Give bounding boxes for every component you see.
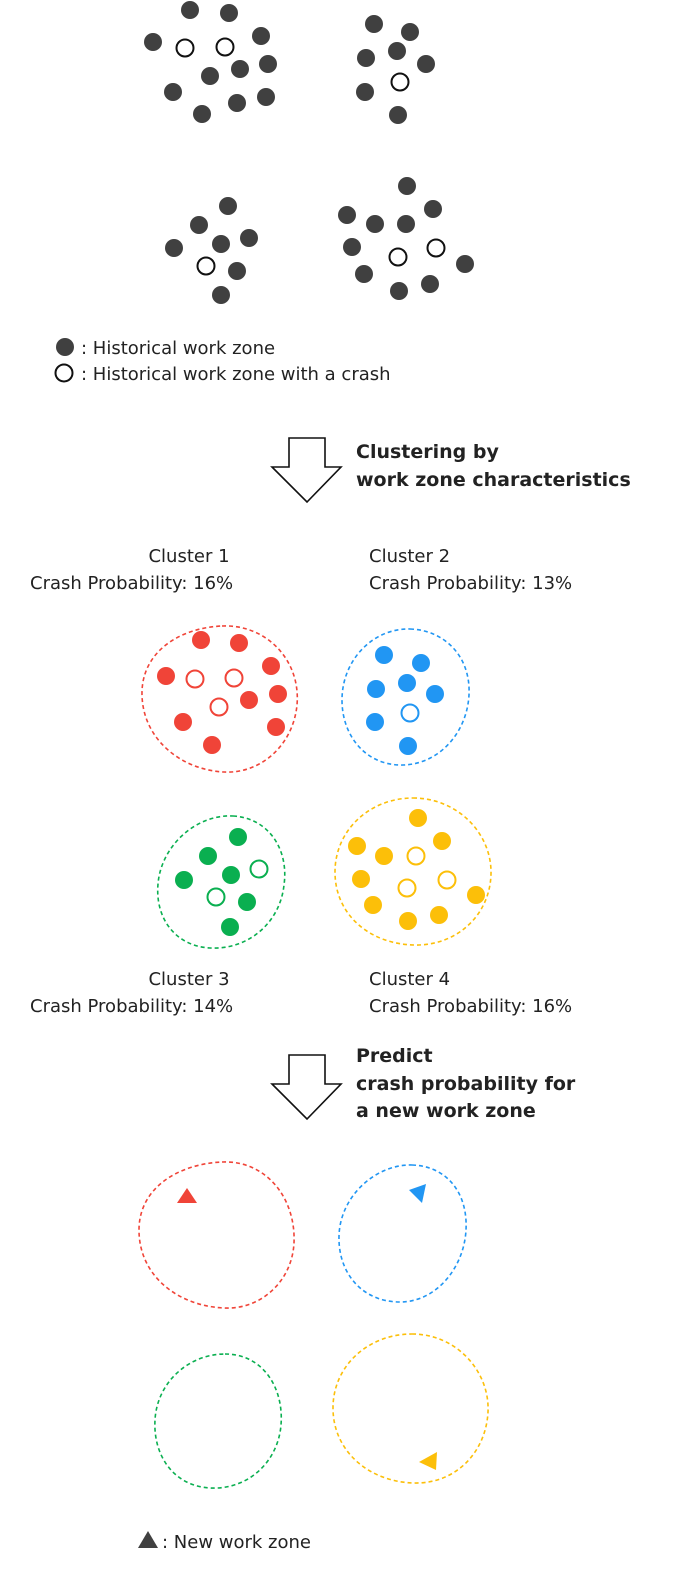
historical-group-2: [356, 15, 435, 124]
legend-filled-marker: [56, 338, 74, 356]
historical-crash-group-3: [196, 256, 216, 276]
prediction-cluster-3-boundary: [154, 1353, 283, 1489]
legend-triangle-label: : New work zone: [162, 1532, 311, 1553]
new-work-zone-triangle-cluster-2: [409, 1184, 426, 1203]
legend-filled-label: : Historical work zone: [81, 338, 275, 359]
cluster-4-boundary: [334, 797, 492, 946]
cluster-3-points: [175, 828, 256, 936]
cluster-1-name: Cluster 1: [148, 546, 229, 567]
legend-hollow-label: : Historical work zone with a crash: [81, 364, 391, 385]
clustering-step-line-1: Clustering by: [356, 441, 499, 463]
cluster-1-points: [157, 631, 287, 754]
cluster-4-crash-points: [397, 846, 457, 898]
cluster-3-crash-points: [206, 859, 269, 907]
historical-crash-group-4: [388, 238, 446, 267]
cluster-4-points: [348, 809, 485, 930]
cluster-4-probability: Crash Probability: 16%: [369, 996, 572, 1017]
down-arrow-1: [270, 437, 343, 504]
prediction-cluster-2-boundary: [338, 1164, 467, 1303]
cluster-2-points: [366, 646, 444, 755]
cluster-3-probability: Crash Probability: 14%: [30, 996, 233, 1017]
historical-group-1: [144, 1, 277, 123]
predict-step-line-1: Predict: [356, 1045, 433, 1067]
cluster-3-boundary: [156, 815, 286, 949]
cluster-1-probability: Crash Probability: 16%: [30, 573, 233, 594]
cluster-1-boundary: [141, 625, 299, 773]
cluster-2-boundary: [341, 628, 470, 766]
historical-crash-group-1: [175, 37, 235, 58]
historical-crash-group-2: [390, 72, 410, 92]
cluster-2-name: Cluster 2: [369, 546, 450, 567]
cluster-1-crash-points: [185, 668, 244, 717]
historical-group-3: [165, 197, 258, 304]
down-arrow-2: [270, 1054, 343, 1121]
predict-step-line-3: a new work zone: [356, 1100, 536, 1122]
legend-triangle-marker: [138, 1531, 158, 1548]
clustering-step-line-2: work zone characteristics: [356, 469, 631, 491]
cluster-4-name: Cluster 4: [369, 969, 450, 990]
new-work-zone-triangle-cluster-1: [177, 1188, 197, 1203]
legend-hollow-marker: [54, 363, 74, 383]
cluster-2-crash-points: [400, 703, 420, 723]
new-work-zone-triangle-cluster-4: [419, 1452, 437, 1470]
cluster-3-name: Cluster 3: [148, 969, 229, 990]
historical-group-4: [338, 177, 474, 300]
prediction-cluster-4-boundary: [332, 1333, 489, 1484]
legend-historical: : Historical work zone : Historical work…: [54, 338, 391, 385]
prediction-cluster-1-boundary: [138, 1161, 295, 1309]
cluster-2-probability: Crash Probability: 13%: [369, 573, 572, 594]
predict-step-line-2: crash probability for: [356, 1073, 576, 1095]
